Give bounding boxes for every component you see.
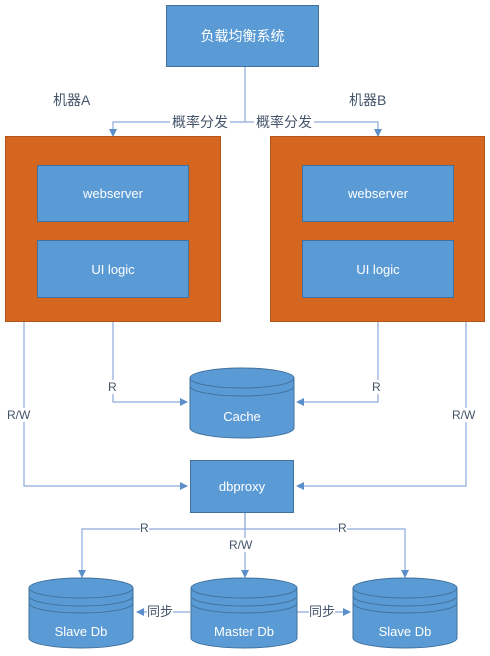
edge-ui-b-to-cache [296,322,379,406]
machine-a-webserver-label: webserver [83,186,143,201]
edge-ui-a-to-cache [112,298,188,406]
edge-label-r-right: R [372,380,381,394]
slave-db-left-cylinder [28,577,134,649]
edge-label-prob-a: 概率分发 [170,114,230,130]
slave-db-right-cylinder [352,577,458,649]
master-db-cylinder [190,577,298,649]
load-balancer-label: 负载均衡系统 [200,28,285,44]
edge-label-sync-right: 同步 [309,604,336,619]
edge-label-rw-right: R/W [452,408,476,422]
edge-machine-b-to-dbproxy [296,322,467,490]
load-balancer-box: 负载均衡系统 [166,5,319,67]
machine-a-uilogic-label: UI logic [91,261,135,277]
edge-label-prob-b: 概率分发 [254,114,314,130]
machine-b-webserver: webserver [302,165,454,222]
machine-a-title: 机器A [53,92,91,108]
dbproxy-label: dbproxy [218,479,266,494]
edge-label-rw-master: R/W [229,538,253,552]
machine-b-uilogic: UI logic [302,240,454,298]
machine-a-webserver: webserver [37,165,189,222]
edge-dbproxy-to-slave-right [245,528,409,578]
machine-b-uilogic-label: UI logic [356,261,400,277]
edge-label-rw-left: R/W [7,408,31,422]
edge-label-sync-left: 同步 [147,604,174,619]
machine-b-webserver-label: webserver [348,186,408,201]
dbproxy-box: dbproxy [190,460,294,513]
edge-label-r-slave-right: R [338,521,347,535]
cache-cylinder [189,367,295,439]
edge-dbproxy-to-slave-left [78,513,246,578]
edge-label-r-slave-left: R [140,521,149,535]
edge-label-r-left: R [108,380,117,394]
edge-machine-a-to-dbproxy [23,322,188,490]
machine-b-title: 机器B [349,92,387,108]
machine-a-uilogic: UI logic [37,240,189,298]
